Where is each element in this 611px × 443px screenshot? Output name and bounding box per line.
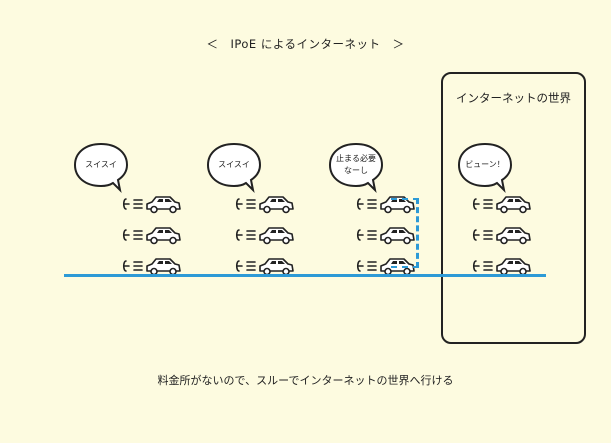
speech-bubble-text: ビューン！ [465,160,505,169]
speech-bubble-2: スイスイ [206,142,262,194]
speech-bubble-4: ビューン！ [457,142,513,194]
speech-bubble-icon [73,142,129,194]
speeding-car-icon [122,256,184,276]
speeding-car-icon [235,225,297,245]
speech-bubble-icon [206,142,262,194]
speech-bubble-icon [457,142,513,194]
speech-bubble-text: スイスイ [85,160,117,169]
internet-world-box: インターネットの世界 [441,72,586,344]
speech-bubble-3: 止まる必要 なーし [328,142,384,194]
speeding-car-icon [356,225,418,245]
speeding-car-icon [472,194,534,214]
internet-world-label: インターネットの世界 [456,91,571,105]
tollgate-outline [391,198,419,268]
speech-bubble-1: スイスイ [73,142,129,194]
speech-bubble-text: スイスイ [218,160,250,169]
speeding-car-icon [122,225,184,245]
speech-bubble-text: 止まる必要 なーし [336,154,376,175]
diagram-title: ＜ IPoE によるインターネット ＞ [206,37,405,51]
speech-bubble-icon [328,142,384,194]
speeding-car-icon [472,256,534,276]
road-line [64,274,546,277]
diagram-caption: 料金所がないので、スルーでインターネットの世界へ行ける [157,374,454,387]
speeding-car-icon [122,194,184,214]
speeding-car-icon [472,225,534,245]
speeding-car-icon [356,194,418,214]
speeding-car-icon [235,256,297,276]
speeding-car-icon [235,194,297,214]
